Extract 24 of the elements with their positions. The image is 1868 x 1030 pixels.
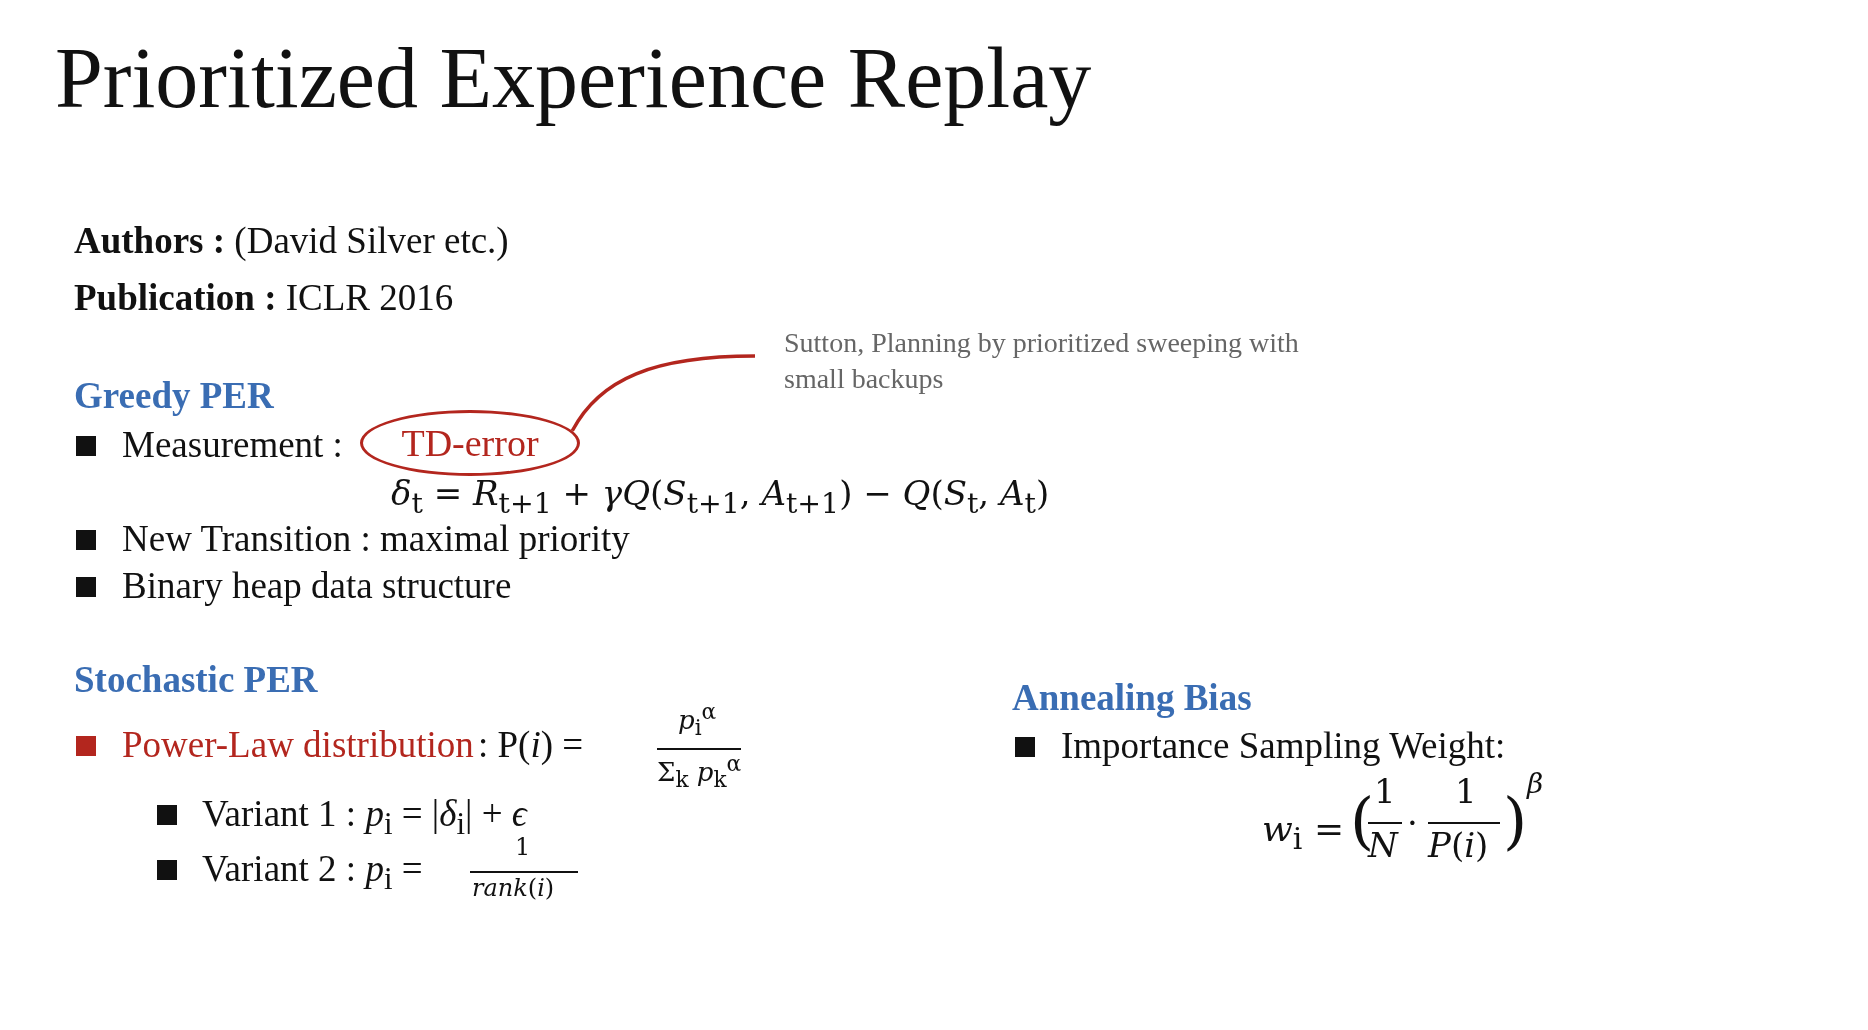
bullet-text: New Transition : maximal priority xyxy=(122,518,630,561)
fraction-denominator: rank(i) xyxy=(472,875,555,903)
leader-line xyxy=(570,354,756,432)
section-heading: Annealing Bias xyxy=(1012,677,1252,720)
section-heading: Stochastic PER xyxy=(74,659,318,702)
fraction-numerator: 1 xyxy=(1374,772,1396,812)
bullet-text: Importance Sampling Weight: xyxy=(1061,725,1506,768)
bullet-text: Power-Law distribution xyxy=(122,724,474,767)
bullet-text: Measurement : xyxy=(122,424,343,467)
fraction-denominator: P(i) xyxy=(1428,826,1489,866)
multiplication-dot: · xyxy=(1407,804,1418,844)
formula: δ$_{t}$ = R$_{t+1}$ + γQ(S$_{t+1}$, A$_{t+1}$) − Q(S$_{t}$, A$_{t}$) xyxy=(391,474,1050,521)
section-heading: Greedy PER xyxy=(74,375,274,418)
author-line: Authors : (David Silver etc.) xyxy=(74,220,509,263)
bullet-text: Binary heap data structure xyxy=(122,565,512,608)
formula: w$_{i}$ = xyxy=(1262,808,1345,857)
bullet-text: Variant 2 : p$_{i}$ = xyxy=(202,848,423,898)
fraction-numerator: 1 xyxy=(1455,772,1477,812)
exponent: β xyxy=(1527,768,1544,801)
circled-term: TD-error xyxy=(360,410,580,476)
reference-note: Sutton, Planning by prioritized sweeping with small backups xyxy=(755,325,1344,397)
slide-title: Prioritized Experience Replay xyxy=(55,29,1092,128)
formula: : P(i) = xyxy=(478,724,584,767)
publication-line: Publication : ICLR 2016 xyxy=(74,277,454,320)
